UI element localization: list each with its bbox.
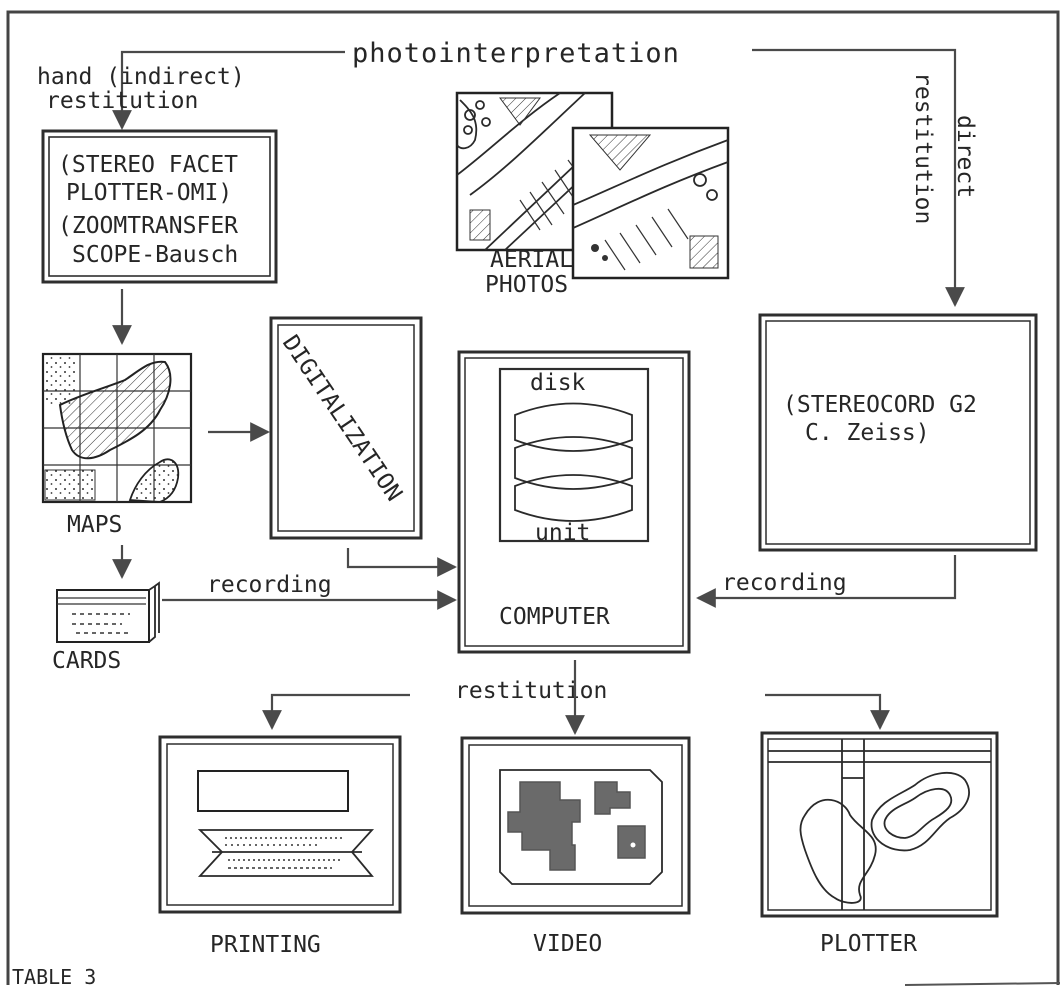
restitution-right-label: restitution (910, 72, 936, 224)
cards-label: CARDS (52, 648, 121, 674)
stereo-facet-line-4: SCOPE-Bausch (72, 242, 238, 268)
maps-icon (41, 352, 193, 504)
stereo-facet-line-2: PLOTTER-OMI) (66, 180, 232, 206)
video-screen-icon (499, 769, 663, 885)
stereo-facet-line-3: (ZOOMTRANSFER (58, 213, 238, 239)
restitution-top-label: restitution (46, 88, 198, 114)
photos-label: PHOTOS (485, 272, 568, 298)
page-frame (6, 10, 1060, 985)
printer-paper-icon (197, 770, 375, 877)
restitution-bottom-label: restitution (455, 678, 607, 704)
photointerpretation-right-line (752, 48, 965, 307)
video-label: VIDEO (533, 931, 602, 957)
computer-label: COMPUTER (499, 604, 610, 630)
unit-label: unit (535, 520, 590, 546)
photointerpretation-label: photointerpretation (352, 38, 680, 69)
stereocord-line-1: (STEREOCORD G2 (783, 392, 977, 418)
recording-left-label: recording (207, 572, 332, 598)
disk-label: disk (530, 370, 586, 396)
printing-label: PRINTING (210, 932, 321, 958)
plotter-drawing-icon (768, 739, 991, 910)
disk-stack-icon (514, 402, 633, 522)
stereo-facet-line-1: (STEREO FACET (58, 152, 238, 178)
recording-right-label: recording (722, 570, 847, 596)
plotter-label: PLOTTER (820, 931, 917, 957)
table-caption: TABLE 3 (12, 965, 96, 989)
cards-icon (56, 581, 160, 643)
aerial-photos-icon (455, 91, 730, 280)
aerial-label: AERIAL (490, 247, 573, 273)
hand-indirect-label: hand (indirect) (37, 64, 245, 90)
stereocord-line-2: C. Zeiss) (805, 420, 930, 446)
direct-label: direct (952, 115, 978, 198)
maps-label: MAPS (67, 512, 122, 538)
photointerpretation-left-line (112, 50, 345, 130)
